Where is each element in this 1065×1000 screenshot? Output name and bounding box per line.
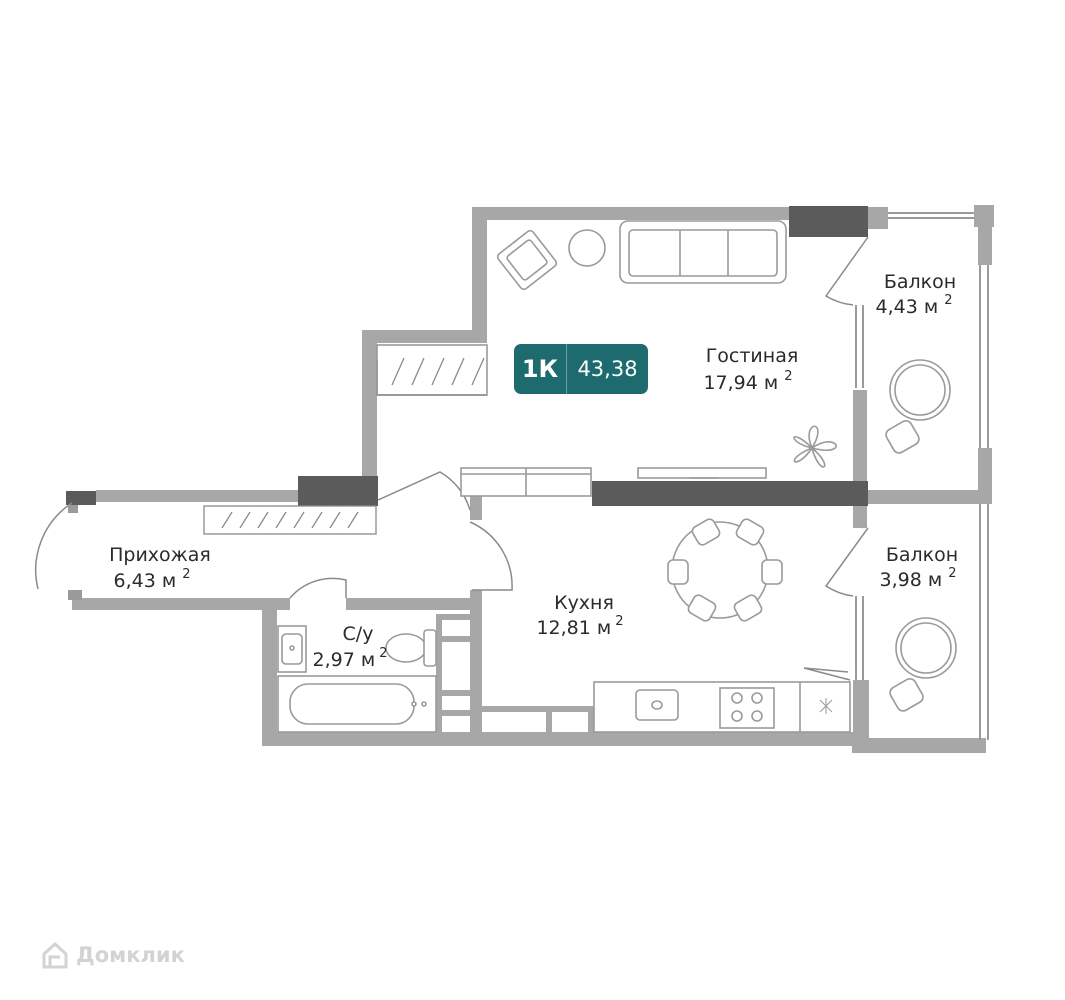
- badge-divider: [566, 344, 567, 394]
- balcony2-name: Балкон: [886, 544, 958, 566]
- sideboard-icon: [460, 467, 592, 497]
- armchair-icon: [496, 229, 558, 291]
- balcony-chair-icon: [885, 420, 920, 454]
- balcony-railings: [376, 212, 989, 740]
- load-bearing-walls: [66, 206, 868, 506]
- apartment-total-area: 43,38: [577, 357, 638, 381]
- dining-chair-icon: [667, 518, 783, 622]
- furniture: [277, 220, 957, 733]
- doors: [34, 236, 869, 681]
- walls: [72, 205, 994, 753]
- apartment-type: 1К: [521, 355, 559, 383]
- tv-stand-icon: [637, 467, 767, 479]
- bathtub-icon: [277, 675, 437, 733]
- kitchen-name: Кухня: [554, 592, 614, 614]
- watermark-text: Домклик: [76, 943, 185, 967]
- watermark: Домклик: [40, 940, 185, 970]
- sink-icon: [277, 625, 307, 673]
- plant-icon: [793, 425, 838, 468]
- living-name: Гостиная: [706, 345, 799, 367]
- toilet-icon: [385, 629, 437, 667]
- house-logo-icon: [42, 941, 68, 969]
- kitchen-counter-icon: [593, 681, 851, 733]
- balcony1-name: Балкон: [884, 271, 956, 293]
- wardrobe-hatching: [203, 357, 485, 535]
- sofa-icon: [619, 220, 787, 284]
- wardrobe-icon: [376, 344, 488, 396]
- door-post: [68, 505, 78, 513]
- bath-name: С/у: [343, 623, 374, 645]
- apartment-badge: 1К 43,38: [514, 344, 648, 394]
- side-table-icon: [568, 229, 606, 267]
- door-post-2: [68, 590, 82, 600]
- balcony-chair-icon-2: [889, 678, 924, 712]
- hood-icon: [819, 698, 833, 714]
- hall-name: Прихожая: [109, 544, 211, 566]
